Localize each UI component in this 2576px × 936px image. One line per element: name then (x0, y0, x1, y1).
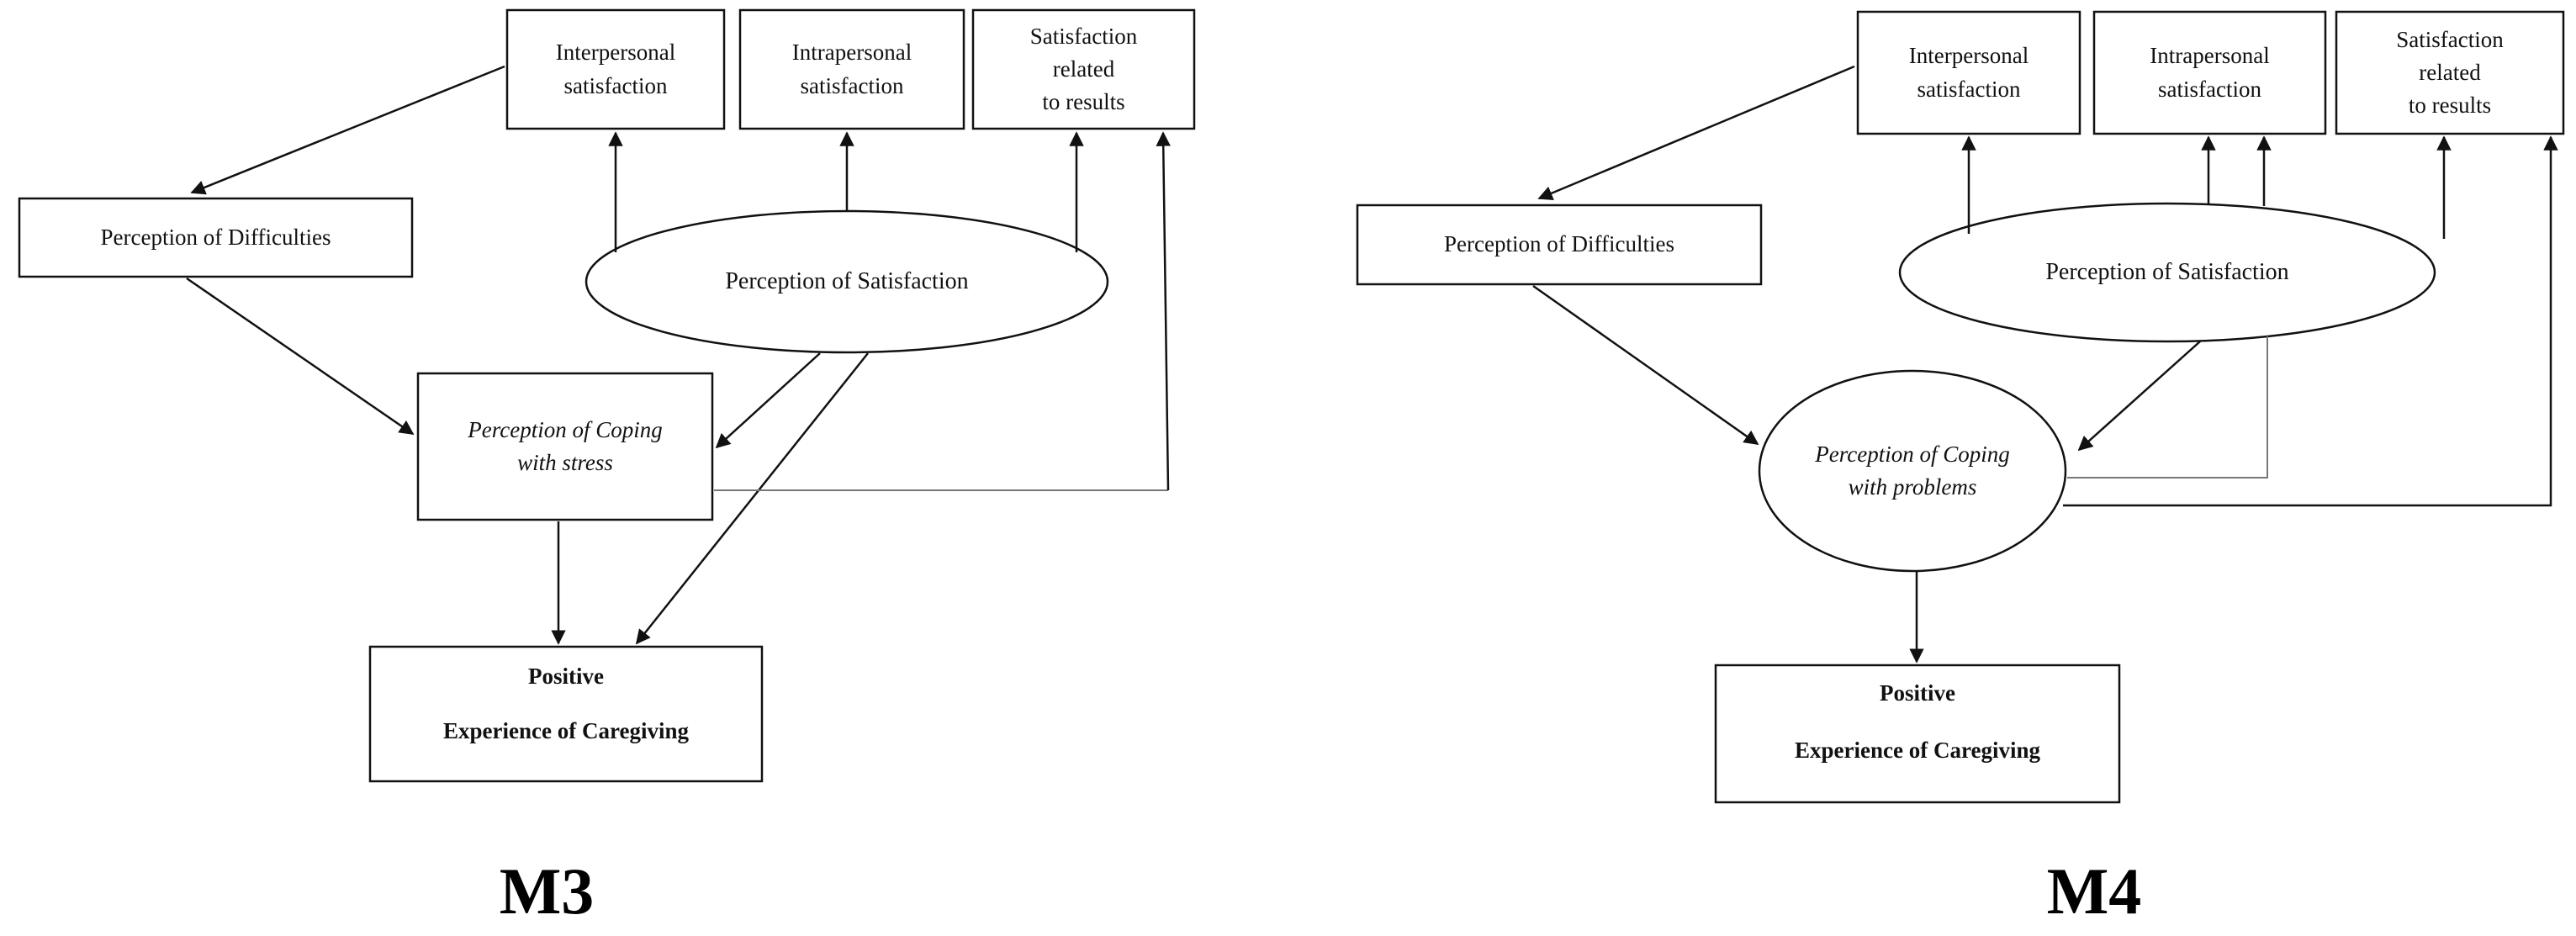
model-m3 (18, 8, 1196, 783)
m3-difficulties-label: Perception of Difficulties (100, 224, 331, 250)
m4-arrow-difficulties-coping (1532, 284, 1759, 446)
m3-satisfaction-label: Perception of Satisfaction (725, 267, 969, 294)
m4-arrow-interpersonal-difficulties (1537, 65, 1855, 200)
m3-model-label: M3 (499, 854, 595, 928)
m3-arrow-interpersonal-difficulties (190, 65, 505, 195)
m4-intrapersonal-box (2092, 10, 2327, 135)
m3-arrow-coping-results (1156, 131, 1171, 491)
m4-results-label: Satisfaction related to results (2396, 26, 2504, 119)
m4-results-box (2335, 10, 2565, 135)
m3-coping-box (416, 372, 714, 521)
m4-difficulties-label: Perception of Difficulties (1444, 231, 1674, 257)
m4-line-satisfaction-coping-feedback (2067, 336, 2268, 479)
m4-coping-label: Perception of Coping with problems (1815, 441, 2010, 500)
m4-satisfaction-ellipse (1898, 202, 2436, 343)
m3-intrapersonal-label: Intrapersonal satisfaction (791, 40, 912, 98)
m3-arrow-difficulties-coping (186, 277, 415, 436)
m4-positive-line2: Experience of Caregiving (1795, 738, 2040, 764)
m4-arrow-satisfaction-coping (2077, 341, 2201, 452)
m4-line-coping-results (2063, 135, 2558, 507)
m3-interpersonal-box (505, 8, 726, 130)
model-m4 (1356, 10, 2565, 804)
m3-positive-box (368, 645, 764, 783)
m4-interpersonal-label: Interpersonal satisfaction (1908, 43, 2029, 102)
m4-intrapersonal-label: Intrapersonal satisfaction (2150, 43, 2270, 102)
m3-positive-line2: Experience of Caregiving (443, 718, 689, 744)
m4-positive-box (1714, 664, 2121, 804)
m3-difficulties-box (18, 197, 414, 278)
m3-results-label: Satisfaction related to results (1029, 23, 1138, 115)
m4-positive-line1: Positive (1880, 680, 1955, 706)
m3-interpersonal-label: Interpersonal satisfaction (555, 40, 676, 98)
m3-results-box (971, 8, 1196, 130)
m4-difficulties-box (1356, 204, 1763, 286)
m3-positive-line1: Positive (528, 664, 604, 690)
m4-satisfaction-label: Perception of Satisfaction (2045, 258, 2289, 285)
m3-arrow-satisfaction-coping (715, 352, 821, 449)
m3-arrow-satisfaction-positive (635, 352, 869, 645)
m4-coping-ellipse (1758, 369, 2067, 573)
m4-model-label: M4 (2046, 854, 2142, 928)
m3-intrapersonal-box (738, 8, 965, 130)
m4-interpersonal-box (1856, 10, 2081, 135)
m3-coping-label: Perception of Coping with stress (468, 416, 663, 475)
